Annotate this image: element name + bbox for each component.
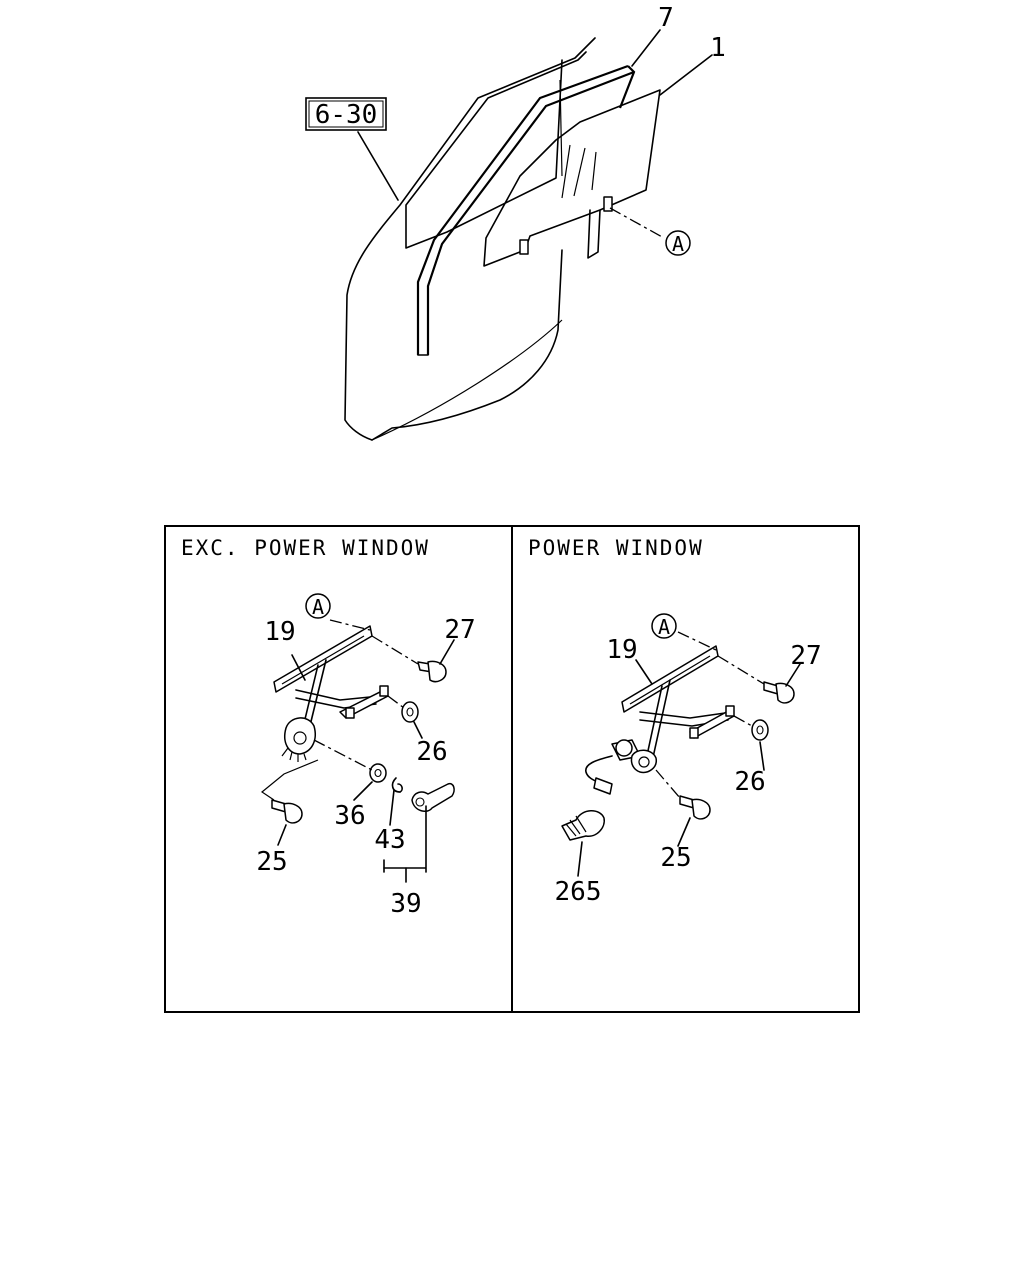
ref-box-label: 6-30 — [315, 100, 378, 130]
callout-26-right: 26 — [734, 767, 765, 797]
callout-26-left: 26 — [416, 737, 447, 767]
callout-27-left: 27 — [444, 615, 475, 645]
callout-36-left: 36 — [334, 801, 365, 831]
nut-26-left — [401, 701, 419, 723]
bolt-27-left — [417, 660, 447, 683]
svg-text:A: A — [672, 232, 684, 256]
callout-19-right: 19 — [606, 635, 637, 665]
callout-a-top: A — [665, 230, 691, 256]
washer-36-left — [369, 763, 387, 783]
bracket-39 — [383, 805, 427, 873]
ref-box-6-30[interactable]: 6-30 — [305, 97, 387, 131]
right-panel-title: POWER WINDOW — [528, 536, 704, 560]
leader-6-30 — [357, 131, 399, 201]
power-window-regulator — [585, 645, 735, 795]
bolt-25-right — [679, 795, 711, 820]
left-panel-title: EXC. POWER WINDOW — [181, 536, 430, 560]
bolt-27-right — [763, 681, 795, 704]
door-assembly-illustration — [344, 37, 596, 441]
clip-43-left — [391, 777, 403, 793]
callout-265-right: 265 — [555, 877, 602, 907]
glass-run-channel — [416, 64, 636, 356]
svg-text:A: A — [658, 615, 670, 639]
rear-channel-strip — [587, 209, 601, 259]
callout-27-right: 27 — [790, 641, 821, 671]
callout-39-left: 39 — [390, 889, 421, 919]
leader-1 — [659, 54, 713, 96]
callout-1: 1 — [710, 33, 726, 63]
callout-43-left: 43 — [374, 825, 405, 855]
nut-26-right — [751, 719, 769, 741]
leader-7 — [631, 29, 661, 67]
callout-25-left: 25 — [256, 847, 287, 877]
handle-39-left — [411, 782, 455, 813]
bolt-25-left — [271, 799, 303, 824]
leader-a-top — [609, 207, 665, 239]
callout-a-right: A — [651, 613, 677, 639]
door-glass — [483, 89, 661, 267]
callout-25-right: 25 — [660, 843, 691, 873]
callout-19-left: 19 — [264, 617, 295, 647]
svg-text:A: A — [312, 595, 324, 619]
callout-7: 7 — [658, 3, 674, 33]
callout-a-left: A — [305, 593, 331, 619]
clip-265-right — [561, 810, 605, 841]
